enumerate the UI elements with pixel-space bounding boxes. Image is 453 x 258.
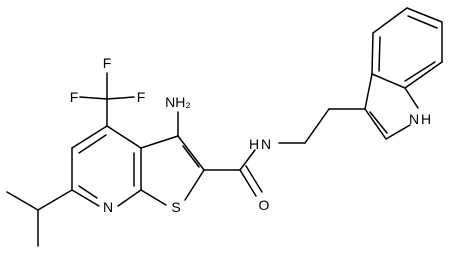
- thiophene-sulfur-label: S: [171, 199, 180, 215]
- bond: [6, 191, 39, 211]
- bond: [378, 36, 381, 72]
- pyridine-nitrogen-label: N: [103, 199, 113, 215]
- bond: [245, 165, 263, 193]
- carbonyl-oxygen-label: O: [259, 197, 270, 213]
- bond: [239, 169, 257, 197]
- bond: [371, 32, 374, 75]
- bond: [369, 111, 388, 134]
- bond: [184, 169, 205, 201]
- indole-hydrogen-label: H: [421, 111, 431, 127]
- bond: [404, 87, 419, 109]
- bond: [406, 7, 443, 23]
- bond: [140, 135, 179, 149]
- fluorine-label: F: [103, 55, 112, 71]
- pyridine-ring: [71, 125, 142, 207]
- bond: [78, 134, 107, 154]
- bond: [364, 108, 387, 140]
- bond: [106, 96, 135, 100]
- trifluoromethyl-group: [79, 72, 135, 127]
- bond: [79, 96, 108, 100]
- fluorine-label: F: [137, 89, 146, 105]
- bond: [371, 73, 406, 89]
- bond: [71, 189, 100, 207]
- bond: [304, 108, 330, 144]
- bond: [177, 135, 205, 171]
- benzene-ring: [371, 7, 443, 89]
- bond: [106, 125, 142, 149]
- bond: [385, 124, 411, 140]
- bond: [37, 189, 73, 211]
- bond: [364, 73, 373, 110]
- thiophene-ring: [140, 135, 205, 206]
- bond: [372, 7, 408, 34]
- bond: [182, 145, 200, 168]
- amino-label: NH₂: [165, 94, 191, 110]
- amide-nitrogen-label: N: [261, 136, 271, 152]
- bond: [71, 125, 108, 149]
- bond: [239, 149, 256, 171]
- ethyl-linker: [278, 108, 366, 144]
- bond: [140, 189, 167, 206]
- bond: [407, 15, 438, 29]
- amide-hydrogen-label: H: [249, 136, 259, 152]
- bond: [404, 61, 443, 89]
- pyrrole-ring: [364, 73, 419, 140]
- fluorine-label: F: [70, 89, 79, 105]
- bond: [78, 185, 98, 199]
- indole-nitrogen-label: N: [409, 111, 419, 127]
- isopropyl-group: [6, 189, 73, 247]
- amide-group: [203, 149, 263, 197]
- bond: [117, 189, 142, 207]
- bond: [404, 61, 436, 82]
